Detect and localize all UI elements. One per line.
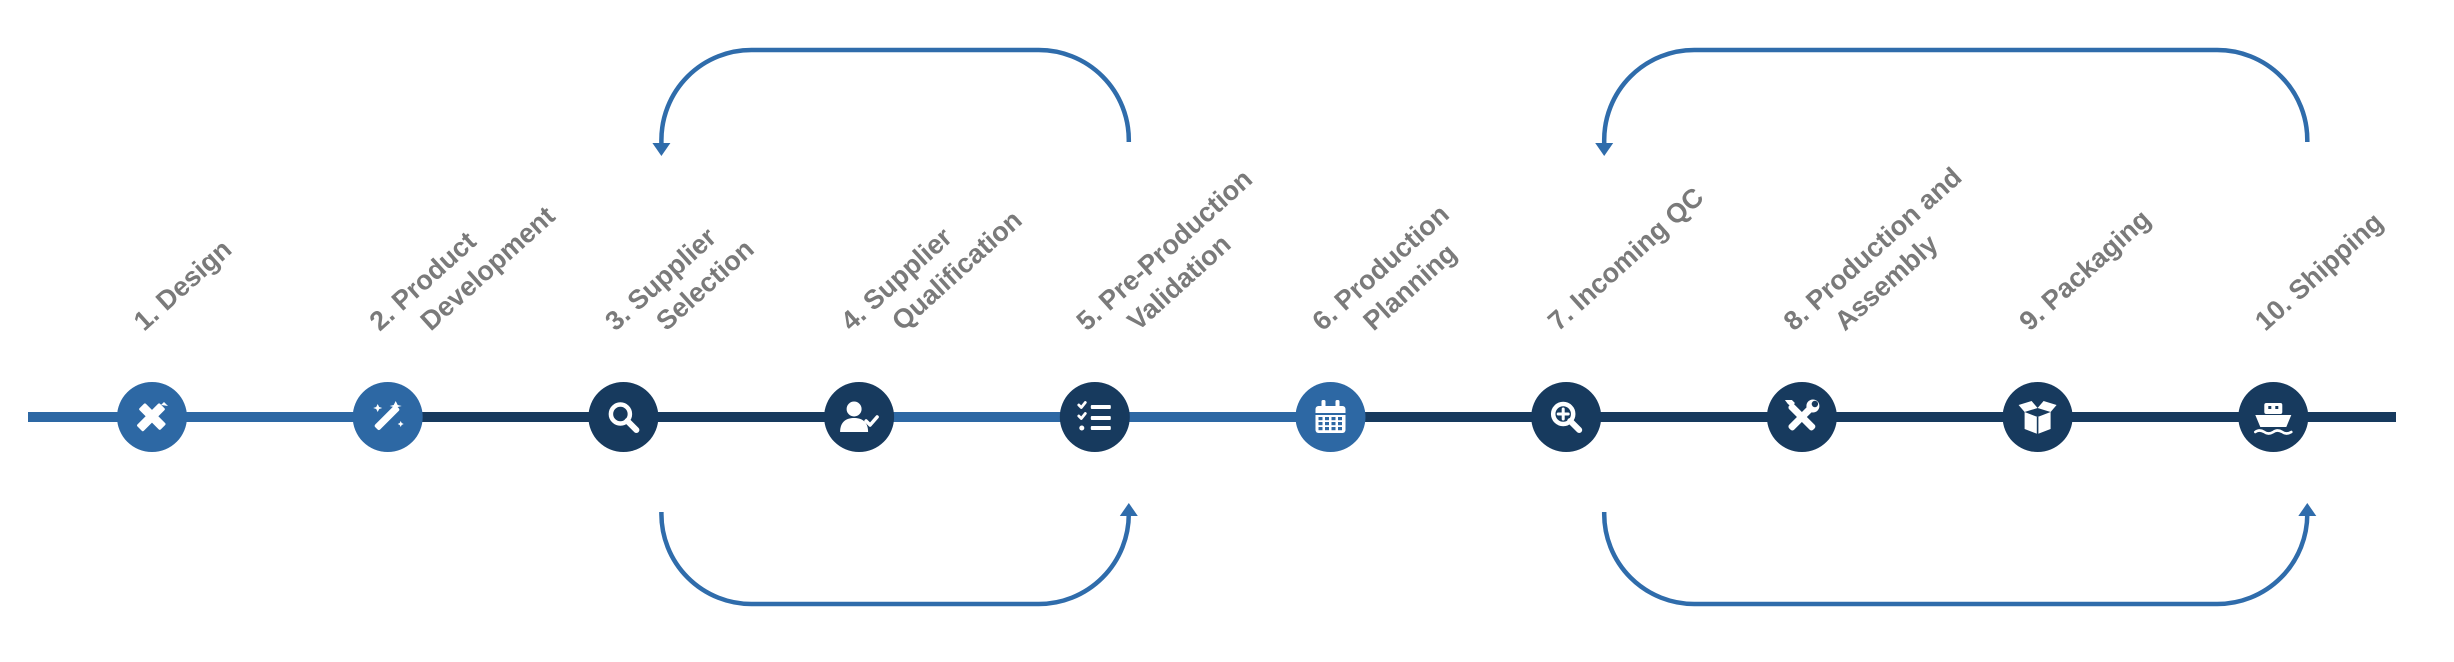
user-check-icon bbox=[840, 401, 879, 432]
pencil-ruler-icon bbox=[137, 402, 168, 432]
step-circle bbox=[824, 382, 895, 452]
arrowhead bbox=[1595, 143, 1614, 156]
step-label: 8. Production andAssembly bbox=[1778, 162, 1990, 362]
ship-icon bbox=[2254, 403, 2293, 435]
step-circle bbox=[1531, 382, 1602, 452]
arrowhead bbox=[2298, 503, 2317, 516]
step-label: 2. ProductDevelopment bbox=[364, 175, 561, 361]
process-step: 5. Pre-ProductionValidation bbox=[1059, 164, 1281, 452]
process-step: 7. Incoming QC bbox=[1531, 182, 1709, 452]
feedback-loop-bottom bbox=[659, 503, 1138, 607]
feedback-loops bbox=[652, 47, 2317, 607]
loop-path bbox=[1601, 47, 2310, 148]
step-label: 3. SupplierSelection bbox=[599, 208, 759, 361]
step-label-line: 7. Incoming QC bbox=[1542, 182, 1709, 337]
step-label: 4. SupplierQualification bbox=[835, 179, 1028, 361]
step-label-line: 9. Packaging bbox=[2014, 204, 2157, 337]
feedback-loop-top bbox=[652, 47, 1132, 156]
feedback-loop-bottom bbox=[1601, 503, 2317, 607]
process-step: 8. Production andAssembly bbox=[1766, 162, 1990, 452]
loop-path bbox=[659, 512, 1132, 607]
step-label: 1. Design bbox=[128, 234, 237, 337]
step-label-line: 10. Shipping bbox=[2249, 207, 2388, 337]
arrowhead bbox=[1119, 503, 1138, 516]
calendar-icon bbox=[1315, 400, 1346, 433]
loop-path bbox=[1601, 512, 2310, 607]
step-label: 10. Shipping bbox=[2249, 207, 2388, 337]
step-label: 7. Incoming QC bbox=[1542, 182, 1709, 337]
step-label: 9. Packaging bbox=[2014, 204, 2157, 337]
open-box-icon bbox=[2018, 401, 2057, 434]
arrowhead bbox=[652, 143, 671, 156]
feedback-loop-top bbox=[1595, 47, 2310, 156]
search-icon bbox=[608, 402, 640, 433]
process-step: 4. SupplierQualification bbox=[824, 179, 1028, 452]
step-circle bbox=[588, 382, 659, 452]
step-label: 5. Pre-ProductionValidation bbox=[1071, 164, 1281, 362]
step-label: 6. ProductionPlanning bbox=[1306, 199, 1477, 362]
zoom-in-icon bbox=[1550, 401, 1583, 433]
checklist-icon bbox=[1077, 401, 1111, 431]
process-step: 2. ProductDevelopment bbox=[352, 175, 561, 452]
step-label-line: 1. Design bbox=[128, 234, 237, 337]
loop-path bbox=[659, 47, 1132, 148]
magic-wand-icon bbox=[373, 401, 404, 430]
tools-icon bbox=[1784, 399, 1820, 431]
